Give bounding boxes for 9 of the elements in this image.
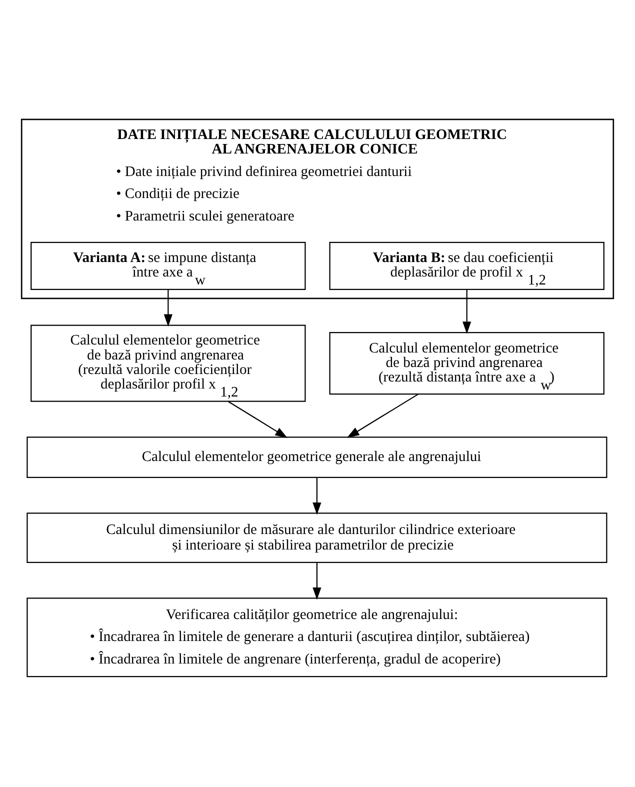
node-box: Verificarea calităților geometrice ale angrenajului: • Încadrarea în limitele de generare a danturii (ascuțirea dinților, subtăierea) • Încadrarea în limitele de angrenare (interferența, gradul de acoperire) bbox=[26, 598, 608, 678]
arrow bbox=[312, 562, 322, 600]
arrow bbox=[312, 478, 322, 515]
arrow bbox=[228, 400, 288, 438]
node-box: Calculul elementelor geometrice generale ale angrenajului bbox=[26, 436, 608, 478]
arrow bbox=[346, 394, 418, 438]
node-box: Calculul dimensiunilor de măsurare ale danturilor cilindrice exterioare și interioare și stabilirea parametrilor de precizie bbox=[26, 512, 608, 563]
arrow bbox=[164, 290, 172, 327]
arrow bbox=[462, 290, 472, 334]
